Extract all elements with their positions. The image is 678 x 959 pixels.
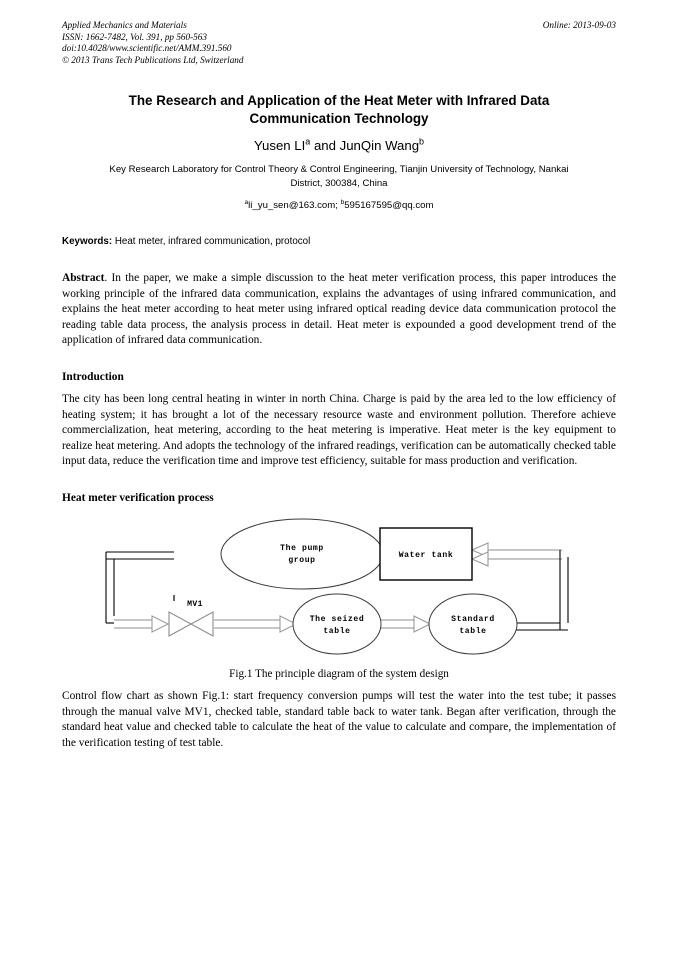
- section-paragraph-verification: Control flow chart as shown Fig.1: start…: [62, 689, 616, 749]
- seized-table-label-line2: table: [323, 627, 350, 636]
- page-content: Applied Mechanics and Materials ISSN: 16…: [62, 20, 616, 751]
- left-riser-pipe: [105, 551, 174, 624]
- author-conjunction: and: [310, 138, 340, 153]
- journal-header-left: Applied Mechanics and Materials ISSN: 16…: [62, 20, 442, 66]
- online-date: Online: 2013-09-03: [542, 20, 616, 30]
- journal-doi: doi:10.4028/www.scientific.net/AMM.391.5…: [62, 43, 232, 54]
- author-line: Yusen LIa and JunQin Wangb: [62, 136, 616, 153]
- figure-1: .pipe { stroke: #8c8c8c; stroke-width: 1…: [62, 517, 616, 662]
- email-line: ali_yu_sen@163.com; b595167595@qq.com: [62, 198, 616, 211]
- keywords-label: Keywords:: [62, 236, 113, 247]
- keywords-value: Heat meter, infrared communication, prot…: [112, 236, 311, 247]
- author-sup-2: b: [419, 136, 425, 147]
- journal-issn: ISSN: 1662-7482, Vol. 391, pp 560-563: [62, 31, 207, 42]
- valve-label: MV1: [187, 600, 203, 609]
- water-tank-label: Water tank: [399, 551, 454, 560]
- node-standard-table: Standard table: [428, 593, 518, 655]
- seized-table-label-line1: The seized: [310, 615, 365, 624]
- node-water-tank: Water tank: [379, 527, 473, 581]
- node-seized-table: The seized table: [292, 593, 382, 655]
- journal-header: Applied Mechanics and Materials ISSN: 16…: [62, 20, 616, 70]
- pump-group-label-line2: group: [288, 556, 315, 565]
- author-name-1: Yusen LI: [253, 138, 306, 153]
- standard-table-label-line1: Standard: [451, 615, 495, 624]
- section-paragraph-introduction: The city has been long central heating i…: [62, 392, 616, 468]
- node-pump-group: The pump group: [220, 518, 384, 590]
- journal-name: Applied Mechanics and Materials: [62, 20, 187, 30]
- figure-1-caption: Fig.1 The principle diagram of the syste…: [229, 667, 449, 680]
- pipe-seized-to-standard: [378, 615, 432, 633]
- section-heading-verification: Heat meter verification process: [62, 491, 214, 504]
- journal-copyright: © 2013 Trans Tech Publications Ltd, Swit…: [62, 54, 244, 65]
- email-sup-1: a: [244, 198, 249, 206]
- pump-group-label-line1: The pump: [280, 544, 324, 553]
- email-address-2: 595167595@qq.com: [344, 200, 434, 211]
- author-name-2: JunQin Wang: [339, 138, 420, 153]
- valve-mv1: MV1: [168, 594, 214, 637]
- section-heading-introduction: Introduction: [62, 370, 124, 383]
- author-sup-1: a: [305, 136, 311, 147]
- abstract-label: Abstract: [62, 272, 105, 284]
- abstract-block: Abstract. In the paper, we make a simple…: [62, 271, 616, 349]
- affiliation: Key Research Laboratory for Control Theo…: [109, 164, 569, 189]
- email-sup-2: b: [340, 198, 345, 206]
- standard-table-label-line2: table: [459, 627, 486, 636]
- system-design-diagram: .pipe { stroke: #8c8c8c; stroke-width: 1…: [105, 518, 569, 655]
- pipe-riser-to-tank: [470, 542, 562, 567]
- pipe-valve-to-seized: [214, 615, 298, 633]
- email-address-1: li_yu_sen@163.com;: [248, 200, 338, 211]
- abstract-text: . In the paper, we make a simple discuss…: [62, 272, 616, 347]
- keywords-line: Keywords: Heat meter, infrared communica…: [62, 236, 616, 247]
- pipe-riser-to-valve: [114, 615, 170, 633]
- page-title: The Research and Application of the Heat…: [128, 93, 550, 126]
